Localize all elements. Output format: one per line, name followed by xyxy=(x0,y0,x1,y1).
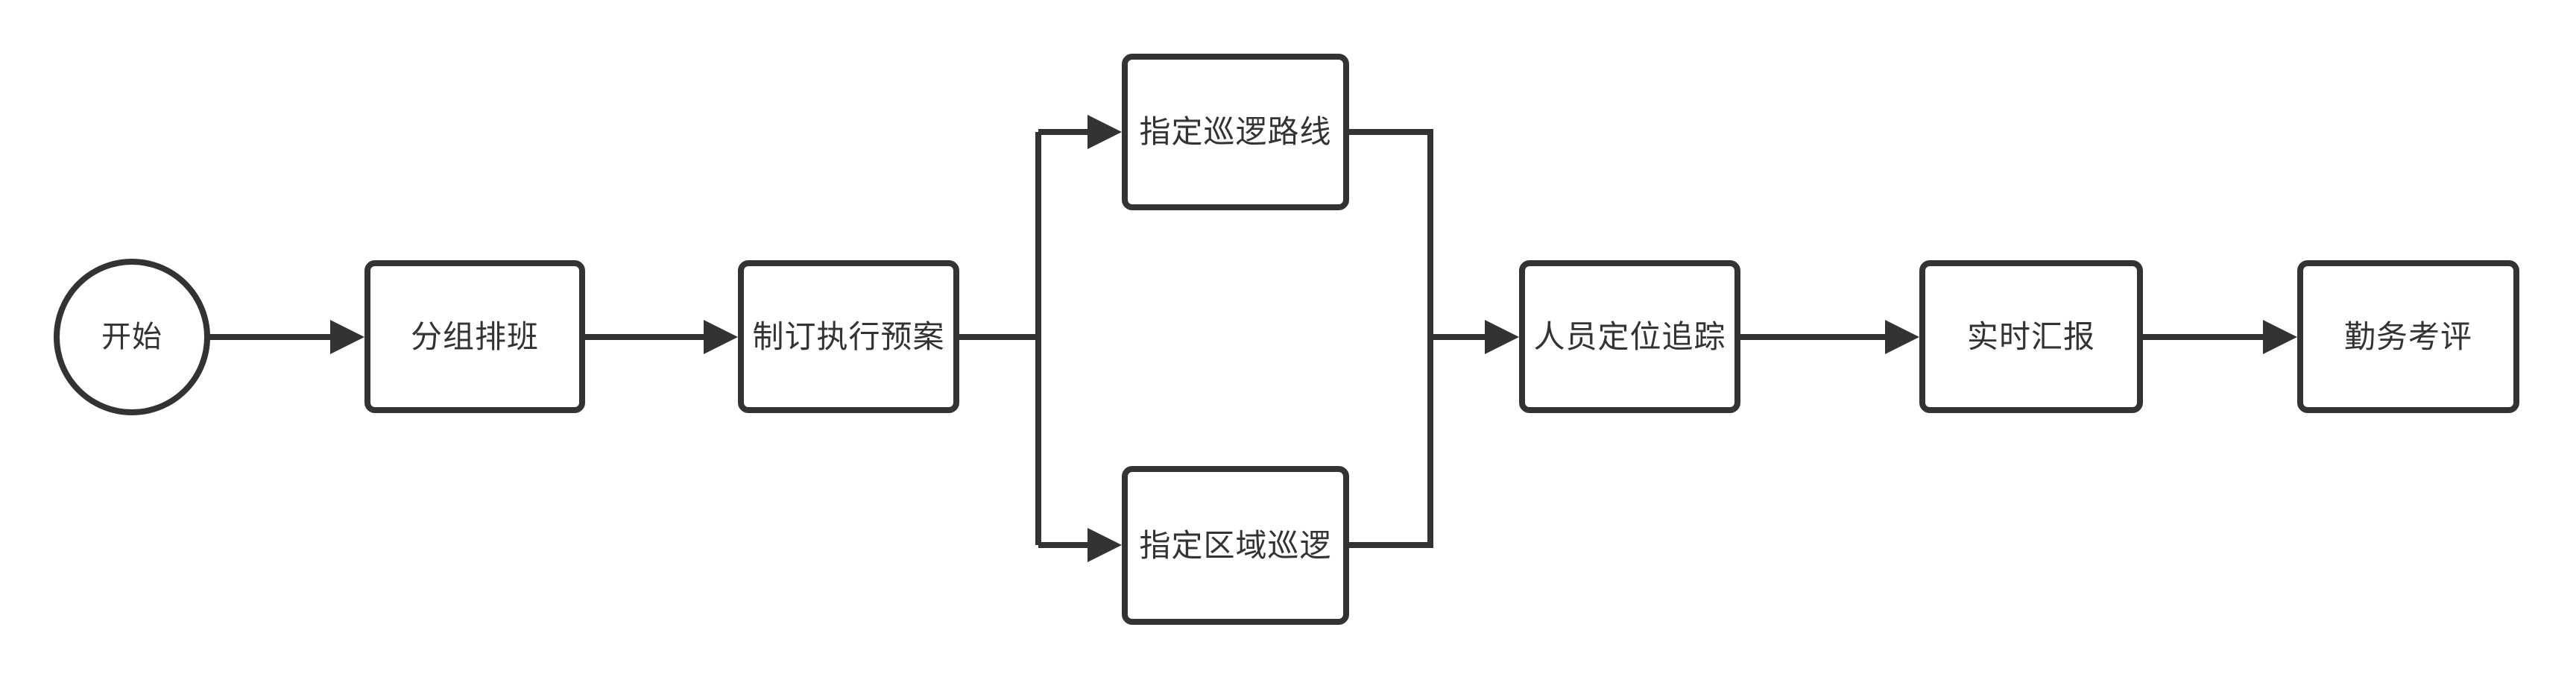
node-start[interactable]: 开始 xyxy=(54,259,210,415)
arrowhead-icon xyxy=(1885,320,1919,354)
edge-split-branch xyxy=(959,132,1041,545)
node-personnel-tracking-label: 人员定位追踪 xyxy=(1533,318,1726,354)
node-area-patrol[interactable]: 指定区域巡逻 xyxy=(1122,466,1349,625)
node-realtime-report-label: 实时汇报 xyxy=(1966,318,2095,354)
node-area-patrol-label: 指定区域巡逻 xyxy=(1139,527,1332,563)
node-duty-evaluation-label: 勤务考评 xyxy=(2343,318,2472,354)
node-patrol-route[interactable]: 指定巡逻路线 xyxy=(1122,54,1349,210)
node-start-label: 开始 xyxy=(101,321,162,353)
node-duty-evaluation[interactable]: 勤务考评 xyxy=(2297,260,2519,413)
arrowhead-icon xyxy=(1087,528,1122,562)
arrowhead-icon xyxy=(1087,115,1122,149)
node-group-scheduling[interactable]: 分组排班 xyxy=(364,260,585,413)
node-make-execution-plan[interactable]: 制订执行预案 xyxy=(738,260,959,413)
arrowhead-icon xyxy=(330,320,364,354)
node-personnel-tracking[interactable]: 人员定位追踪 xyxy=(1519,260,1740,413)
node-make-execution-plan-label: 制订执行预案 xyxy=(752,318,945,354)
node-patrol-route-label: 指定巡逻路线 xyxy=(1139,114,1332,149)
node-group-scheduling-label: 分组排班 xyxy=(410,318,539,354)
edge-merge-branch xyxy=(1349,129,1433,548)
node-realtime-report[interactable]: 实时汇报 xyxy=(1919,260,2143,413)
arrowhead-icon xyxy=(1485,320,1519,354)
arrowhead-icon xyxy=(704,320,738,354)
arrowhead-icon xyxy=(2263,320,2297,354)
